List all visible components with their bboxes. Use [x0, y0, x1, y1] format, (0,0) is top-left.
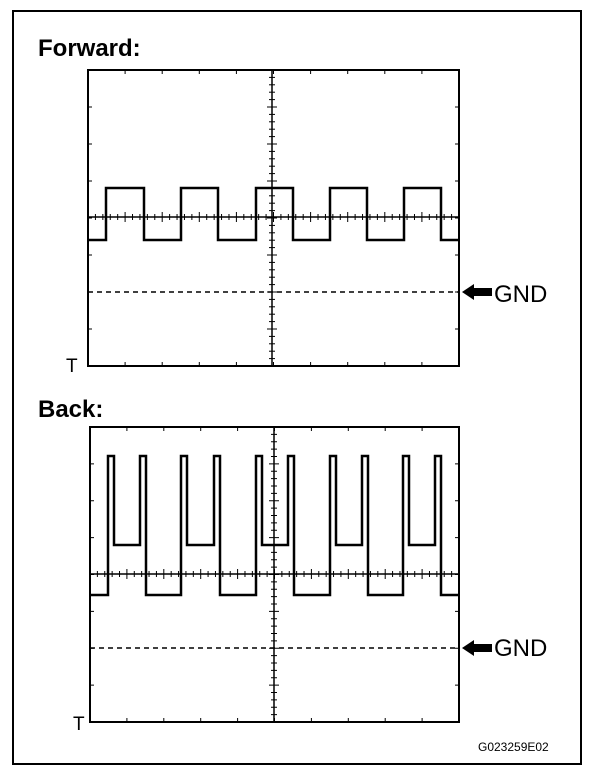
- figure-code: G023259E02: [478, 740, 549, 754]
- back-gnd-label: GND: [494, 635, 548, 662]
- forward-scope: [87, 69, 492, 367]
- back-gnd-arrow-icon: [462, 640, 492, 656]
- back-waveform: [90, 454, 459, 597]
- forward-gnd-arrow-icon: [462, 284, 492, 300]
- back-scope: [89, 426, 492, 723]
- back-graticule: [90, 427, 459, 722]
- forward-title: Forward:: [38, 35, 141, 62]
- back-time-label: T: [73, 714, 85, 735]
- forward-graticule: [88, 70, 459, 366]
- back-title: Back:: [38, 396, 104, 423]
- forward-time-label: T: [66, 356, 78, 377]
- figure-frame: [12, 10, 582, 765]
- forward-waveform: [88, 186, 459, 242]
- forward-gnd-label: GND: [494, 281, 548, 308]
